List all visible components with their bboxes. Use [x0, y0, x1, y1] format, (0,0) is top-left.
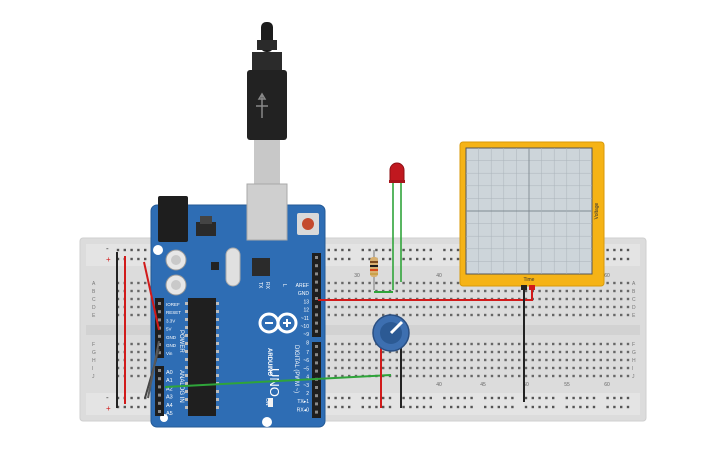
power-pin-label: GND — [166, 335, 177, 340]
row-letter: D — [92, 305, 96, 311]
analog-pin-label: A3 — [166, 395, 173, 401]
power-header-label: POWER — [178, 330, 184, 353]
row-letter: J — [632, 374, 635, 380]
led[interactable] — [389, 162, 405, 290]
row-letter: G — [632, 350, 636, 356]
tx-label: TX — [257, 282, 263, 289]
rx-label: RX — [264, 282, 270, 290]
wire-5v[interactable] — [143, 261, 160, 331]
row-letter: I — [632, 366, 633, 372]
atmega-chip — [188, 298, 216, 416]
oscilloscope-voltage-label: Voltage — [594, 202, 600, 219]
digital-pin-label: RX◂0 — [297, 407, 309, 413]
digital-header-label: DIGITAL (PWM ~) — [293, 345, 299, 393]
analog-pin-label: A2 — [166, 386, 173, 392]
usb-port — [246, 183, 288, 241]
power-pin-label: 3.3V — [166, 318, 175, 323]
resistor[interactable] — [370, 250, 378, 290]
row-letter: D — [632, 305, 636, 311]
analog-pin-label: A1 — [166, 378, 173, 384]
scope-terminal-pos[interactable] — [529, 285, 535, 290]
power-pin-label: GND — [166, 343, 177, 348]
power-pin-label: RESET — [166, 310, 181, 315]
board-model: UNO — [267, 368, 282, 397]
row-letter: F — [632, 342, 635, 348]
row-letter: E — [632, 313, 636, 319]
analog-pin-label: A5 — [166, 411, 173, 417]
column-number: 60 — [604, 382, 610, 388]
analog-pin-label: A0 — [166, 370, 173, 376]
column-number: 30 — [354, 273, 360, 279]
digital-pin-label: ~5 — [303, 366, 309, 372]
column-number: 55 — [564, 382, 570, 388]
digital-pin-label: GND — [298, 291, 310, 297]
oscilloscope-time-label: Time — [524, 277, 535, 283]
on-label: ON — [264, 398, 270, 406]
scope-terminal-neg[interactable] — [521, 285, 527, 290]
digital-pin-label: 12 — [303, 308, 309, 314]
row-letter: C — [92, 297, 96, 303]
usb-symbol-icon — [256, 92, 268, 118]
potentiometer[interactable] — [372, 314, 410, 352]
wire-gnd[interactable] — [147, 340, 160, 399]
board-brand: ARDUINO — [266, 348, 272, 376]
column-number: 60 — [604, 273, 610, 279]
row-letter: A — [632, 281, 636, 287]
digital-pin-label: ~9 — [303, 332, 309, 338]
row-letter: H — [92, 358, 96, 364]
digital-pin-label: 2 — [306, 391, 309, 397]
wire-pin13[interactable] — [318, 288, 533, 301]
digital-header-top — [312, 253, 321, 337]
breadboard-minus-bottom: - — [106, 393, 109, 402]
potentiometer-knob-indicator — [389, 320, 404, 335]
digital-pin-label: ~3 — [303, 383, 309, 389]
reset-button[interactable] — [302, 218, 314, 230]
digital-pin-label: 8 — [306, 340, 309, 346]
digital-pin-label: ~11 — [301, 316, 309, 322]
digital-pin-label: TX▸1 — [297, 399, 309, 405]
breadboard-minus-top: - — [106, 244, 109, 253]
row-letter: G — [92, 350, 96, 356]
column-number: 40 — [436, 273, 442, 279]
column-number: 45 — [480, 382, 486, 388]
digital-pin-label: ~10 — [301, 324, 310, 330]
row-letter: E — [92, 313, 96, 319]
breadboard-plus-top: + — [106, 255, 111, 264]
l-label: L — [281, 284, 287, 287]
power-pin-label: IOREF — [166, 302, 180, 307]
analog-pin-label: A4 — [166, 403, 173, 409]
column-number: 40 — [436, 382, 442, 388]
row-letter: I — [92, 366, 93, 372]
row-letter: B — [632, 289, 636, 295]
wires — [116, 252, 533, 408]
digital-pin-label: 7 — [306, 350, 309, 356]
digital-pin-label: AREF — [296, 283, 309, 289]
row-letter: F — [92, 342, 95, 348]
power-pin-label: 5V — [166, 327, 172, 332]
power-pin-label: Vin — [166, 351, 173, 356]
row-letter: A — [92, 281, 96, 287]
wire-a1[interactable] — [164, 374, 392, 388]
digital-pin-label: 13 — [303, 299, 309, 305]
digital-pin-label: ~6 — [303, 358, 309, 364]
row-letter: B — [92, 289, 96, 295]
digital-pin-label: 4 — [306, 375, 309, 381]
row-letter: J — [92, 374, 95, 380]
breadboard-plus-bottom: + — [106, 404, 111, 413]
row-letter: H — [632, 358, 636, 364]
analog-header — [155, 366, 164, 416]
arduino-logo-icon — [258, 312, 298, 334]
column-number: 50 — [523, 382, 529, 388]
oscilloscope[interactable]: Time Voltage — [459, 141, 605, 290]
row-letter: C — [632, 297, 636, 303]
power-jack — [158, 196, 188, 242]
